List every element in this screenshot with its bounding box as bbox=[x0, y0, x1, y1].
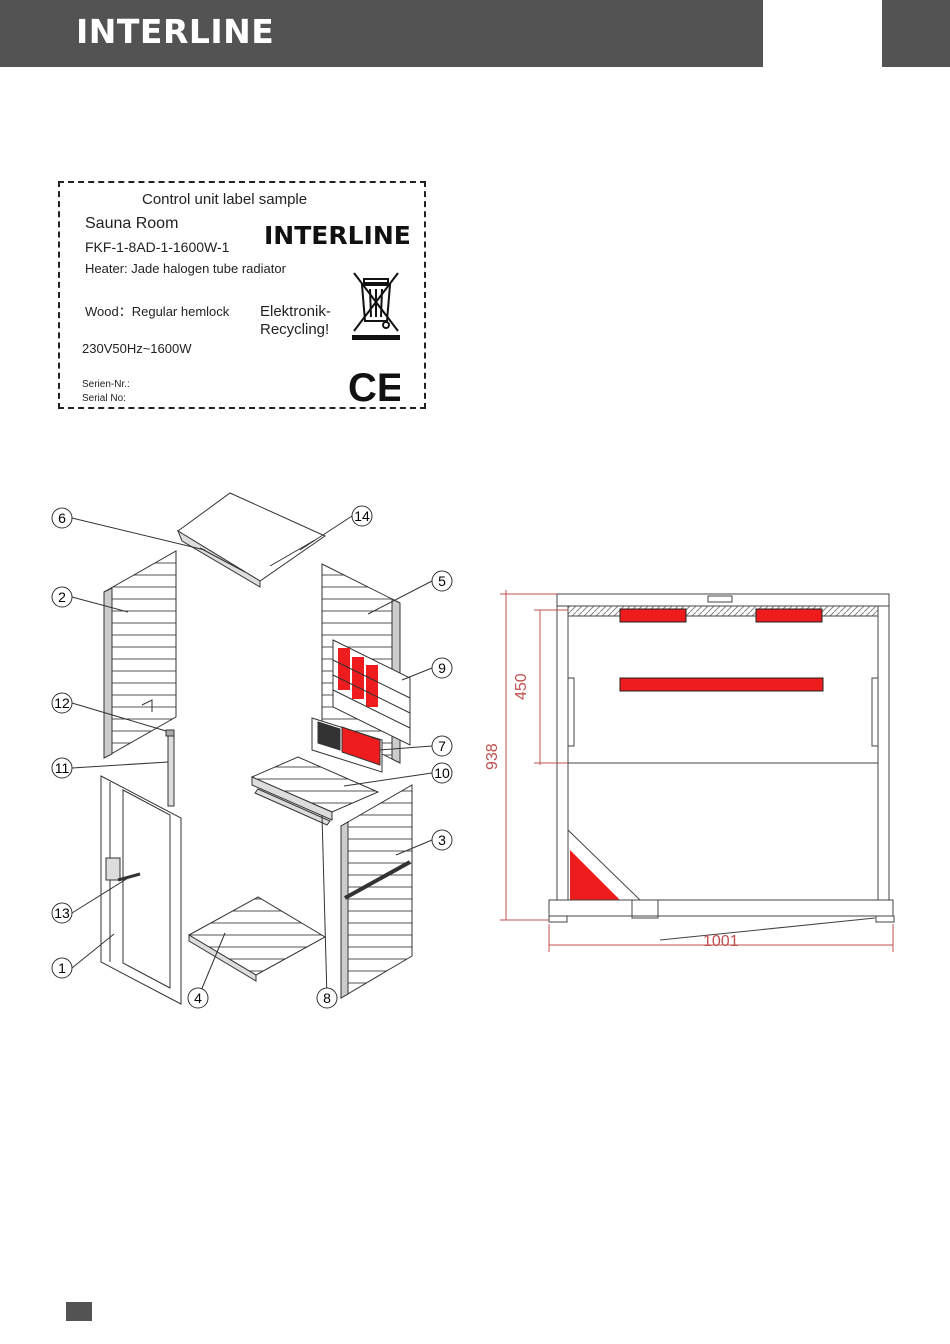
callout-1: 1 bbox=[52, 958, 72, 978]
dim-height: 938 bbox=[484, 743, 501, 770]
callout-2: 2 bbox=[52, 587, 72, 607]
callout-13: 13 bbox=[52, 903, 72, 923]
heater-top-right bbox=[756, 609, 822, 622]
callout-label: 1 bbox=[58, 960, 66, 976]
callout-4: 4 bbox=[188, 988, 208, 1008]
label-serial-de: Serien-Nr.: bbox=[82, 379, 130, 390]
callout-7: 7 bbox=[432, 736, 452, 756]
callout-label: 10 bbox=[434, 765, 450, 781]
page-number-badge bbox=[66, 1302, 92, 1321]
heater-top-left bbox=[620, 609, 686, 622]
label-heater: Heater: Jade halogen tube radiator bbox=[85, 261, 286, 276]
dimension-lines bbox=[500, 590, 893, 952]
callout-label: 11 bbox=[55, 760, 70, 776]
label-brand-logo: INTERLINE bbox=[264, 221, 411, 250]
callout-label: 7 bbox=[438, 738, 446, 754]
callout-6: 6 bbox=[52, 508, 72, 528]
front-view-drawing bbox=[549, 594, 894, 922]
label-model: FKF-1-8AD-1-1600W-1 bbox=[85, 239, 229, 255]
label-recycling-2: Recycling! bbox=[260, 321, 329, 338]
ce-mark-icon: CE bbox=[348, 368, 400, 406]
part-hinge-strip bbox=[168, 730, 174, 806]
callout-label: 12 bbox=[54, 695, 70, 711]
callout-12: 12 bbox=[52, 693, 72, 713]
heater-middle bbox=[620, 678, 823, 691]
label-product: Sauna Room bbox=[85, 215, 178, 233]
weee-bin-icon bbox=[348, 271, 404, 343]
ce-mark-text: CE bbox=[348, 368, 400, 406]
header-bar-right bbox=[882, 0, 950, 67]
callout-label: 6 bbox=[58, 510, 66, 526]
part-roof bbox=[178, 493, 325, 587]
label-recycling-1: Elektronik- bbox=[260, 303, 331, 320]
label-wood: Wood：Regular hemlock bbox=[85, 301, 229, 320]
dim-heater-height: 450 bbox=[513, 673, 530, 700]
label-title: Control unit label sample bbox=[142, 191, 307, 208]
dim-width: 1001 bbox=[703, 933, 739, 950]
part-front-right-panel bbox=[341, 785, 412, 998]
callout-11: 11 bbox=[52, 758, 72, 778]
callout-10: 10 bbox=[432, 763, 452, 783]
part-bench bbox=[252, 757, 378, 820]
callout-label: 8 bbox=[323, 990, 331, 1006]
part-floor bbox=[189, 897, 325, 981]
heater-elements bbox=[620, 609, 823, 691]
brand-logo: INTERLINE bbox=[76, 12, 274, 52]
callout-5: 5 bbox=[432, 571, 452, 591]
control-unit-label: Control unit label sample Sauna Room FKF… bbox=[58, 181, 426, 409]
callout-14: 14 bbox=[352, 506, 372, 526]
callout-label: 9 bbox=[438, 660, 446, 676]
callout-label: 14 bbox=[354, 508, 370, 524]
callout-label: 5 bbox=[438, 573, 446, 589]
callout-8: 8 bbox=[317, 988, 337, 1008]
callout-label: 3 bbox=[438, 832, 446, 848]
callout-label: 13 bbox=[54, 905, 70, 921]
callout-9: 9 bbox=[432, 658, 452, 678]
callout-label: 2 bbox=[58, 589, 66, 605]
part-left-panel bbox=[104, 551, 176, 758]
part-door bbox=[101, 776, 181, 1004]
label-power: 230V50Hz~1600W bbox=[82, 341, 192, 356]
callout-label: 4 bbox=[194, 990, 202, 1006]
exploded-view-and-dimensions: 6 14 2 5 9 12 7 11 10 3 13 1 4 8 bbox=[0, 480, 950, 1020]
callout-3: 3 bbox=[432, 830, 452, 850]
label-serial-en: Serial No: bbox=[82, 393, 126, 404]
